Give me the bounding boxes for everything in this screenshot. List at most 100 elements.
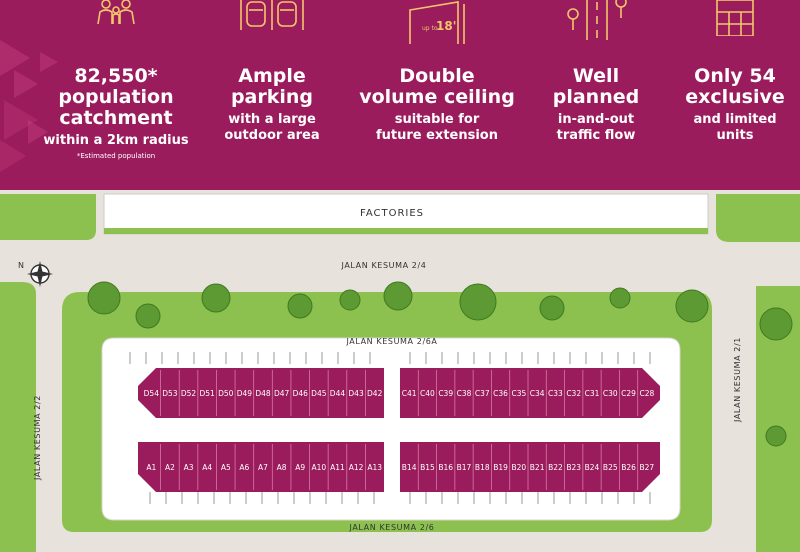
unit-label[interactable]: A9: [295, 463, 305, 472]
green-area-top-right: [716, 194, 800, 242]
unit-label[interactable]: A12: [349, 463, 364, 472]
unit-label[interactable]: C36: [493, 389, 508, 398]
unit-label[interactable]: D43: [348, 389, 364, 398]
tree-icon: [135, 303, 161, 329]
road-label-left: JALAN KESUMA 2/2: [33, 395, 42, 481]
unit-label[interactable]: A2: [165, 463, 175, 472]
family-icon: [97, 0, 135, 24]
tree-icon: [759, 307, 793, 341]
block-d: [138, 368, 384, 418]
unit-label[interactable]: D53: [162, 389, 178, 398]
tree-icon: [459, 283, 497, 321]
unit-label[interactable]: D44: [330, 389, 346, 398]
unit-label[interactable]: C40: [420, 389, 435, 398]
feature-subtitle: suitable for future extension: [375, 112, 498, 143]
green-area-right: [756, 286, 800, 552]
feature-subtitle: with a large outdoor area: [224, 112, 320, 143]
unit-label[interactable]: D46: [293, 389, 309, 398]
unit-label[interactable]: A3: [184, 463, 194, 472]
unit-label[interactable]: B16: [438, 463, 453, 472]
unit-label[interactable]: A6: [239, 463, 249, 472]
unit-label[interactable]: B23: [566, 463, 581, 472]
unit-label[interactable]: B15: [420, 463, 435, 472]
parking-bays-top: [129, 352, 651, 364]
road-label-top: JALAN KESUMA 2/4: [341, 261, 427, 270]
tree-icon: [287, 293, 313, 319]
unit-label[interactable]: A8: [277, 463, 287, 472]
unit-label[interactable]: D52: [181, 389, 197, 398]
unit-label[interactable]: A1: [146, 463, 156, 472]
parking-bays-bottom: [149, 492, 651, 504]
feature-subtitle: and limited units: [693, 112, 777, 143]
unit-label[interactable]: A4: [202, 463, 212, 472]
unit-label[interactable]: D54: [144, 389, 160, 398]
traffic-flow-icon: [567, 0, 627, 40]
unit-label[interactable]: A7: [258, 463, 268, 472]
unit-label[interactable]: C30: [603, 389, 618, 398]
unit-label[interactable]: B25: [603, 463, 618, 472]
block-b: [400, 442, 660, 492]
unit-label[interactable]: B17: [457, 463, 472, 472]
tree-icon: [539, 295, 565, 321]
feature-title: Double volume ceiling: [359, 65, 515, 108]
decor-triangle: [28, 120, 48, 144]
green-area-left: [0, 282, 36, 552]
unit-label[interactable]: C37: [475, 389, 490, 398]
unit-label[interactable]: C32: [566, 389, 581, 398]
green-area-top-left: [0, 194, 96, 240]
unit-label[interactable]: B20: [512, 463, 527, 472]
unit-label[interactable]: C31: [585, 389, 600, 398]
unit-label[interactable]: B19: [493, 463, 508, 472]
unit-label[interactable]: D51: [199, 389, 215, 398]
building-icon: [716, 0, 754, 36]
inner-service-road: [101, 337, 681, 521]
block-a: [138, 442, 384, 492]
unit-label[interactable]: C29: [621, 389, 636, 398]
tree-icon: [339, 289, 361, 311]
ceiling-label-small: up to: [422, 25, 438, 32]
unit-label[interactable]: B24: [585, 463, 600, 472]
unit-label[interactable]: C28: [639, 389, 654, 398]
unit-label[interactable]: B21: [530, 463, 545, 472]
tree-icon: [201, 283, 231, 313]
feature-subtitle: in-and-out traffic flow: [556, 112, 636, 143]
unit-label[interactable]: B18: [475, 463, 490, 472]
unit-label[interactable]: A11: [330, 463, 345, 472]
unit-label[interactable]: C38: [457, 389, 472, 398]
road-label-mid: JALAN KESUMA 2/6A: [345, 337, 437, 346]
unit-label[interactable]: C35: [511, 389, 526, 398]
tree-icon: [87, 281, 121, 315]
road-label-right: JALAN KESUMA 2/1: [733, 337, 742, 423]
decor-triangle: [40, 52, 58, 72]
unit-label[interactable]: C41: [402, 389, 417, 398]
compass-label: N: [18, 261, 24, 270]
decor-triangle: [4, 100, 38, 140]
unit-label[interactable]: C34: [530, 389, 545, 398]
unit-label[interactable]: B14: [402, 463, 417, 472]
unit-label[interactable]: D45: [311, 389, 327, 398]
factories-verge: [104, 228, 708, 234]
unit-label[interactable]: C39: [438, 389, 453, 398]
unit-label[interactable]: A10: [312, 463, 327, 472]
compass-icon: N: [18, 261, 53, 287]
unit-label[interactable]: D49: [237, 389, 253, 398]
unit-label[interactable]: A5: [221, 463, 231, 472]
parking-icon: [240, 0, 304, 30]
unit-label[interactable]: C33: [548, 389, 563, 398]
unit-label[interactable]: B22: [548, 463, 563, 472]
features-banner: 82,550* population catchment within a 2k…: [0, 0, 800, 190]
ceiling-label-big: 18': [436, 19, 456, 33]
feature-subtitle: within a 2km radius: [43, 133, 189, 148]
unit-label[interactable]: B26: [621, 463, 636, 472]
unit-label[interactable]: D50: [218, 389, 234, 398]
tree-icon: [765, 425, 787, 447]
feature-title: Only 54 exclusive: [685, 65, 785, 108]
unit-label[interactable]: D42: [367, 389, 383, 398]
unit-label[interactable]: D48: [255, 389, 271, 398]
decor-triangle: [0, 140, 26, 172]
unit-label[interactable]: B27: [640, 463, 655, 472]
unit-label[interactable]: A13: [367, 463, 382, 472]
unit-label[interactable]: D47: [274, 389, 290, 398]
